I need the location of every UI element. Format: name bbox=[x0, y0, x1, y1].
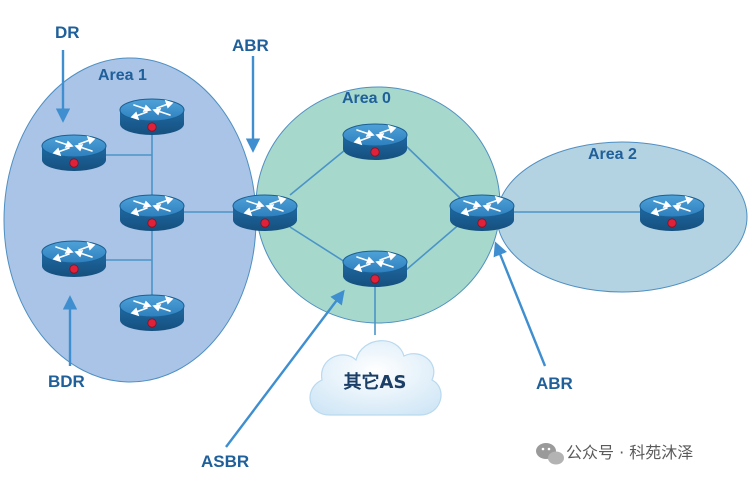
router-icon bbox=[342, 123, 408, 161]
router-icon bbox=[449, 194, 515, 232]
watermark-text: 公众号 · 科苑沐泽 bbox=[566, 443, 693, 462]
area-1-label: Area 1 bbox=[98, 67, 147, 84]
abr-top-label: ABR bbox=[232, 36, 269, 55]
role-arrows bbox=[55, 50, 547, 448]
asbr-label: ASBR bbox=[201, 452, 249, 471]
router-icon bbox=[232, 194, 298, 232]
router-icon bbox=[119, 194, 185, 232]
router-icon bbox=[41, 240, 107, 278]
bdr-label: BDR bbox=[48, 372, 85, 391]
area-0-label: Area 0 bbox=[342, 90, 391, 107]
router-icon bbox=[342, 250, 408, 288]
router-icon bbox=[41, 134, 107, 172]
router-icon bbox=[639, 194, 705, 232]
abr-bottom-label: ABR bbox=[536, 374, 573, 393]
wechat-icon bbox=[536, 443, 564, 465]
router-icon bbox=[119, 294, 185, 332]
cloud-icon bbox=[309, 340, 442, 416]
other-as-label: 其它AS bbox=[344, 371, 407, 393]
dr-label: DR bbox=[55, 23, 80, 42]
router-icon bbox=[119, 98, 185, 136]
area-2-label: Area 2 bbox=[588, 146, 637, 163]
area-2-region bbox=[496, 141, 748, 293]
